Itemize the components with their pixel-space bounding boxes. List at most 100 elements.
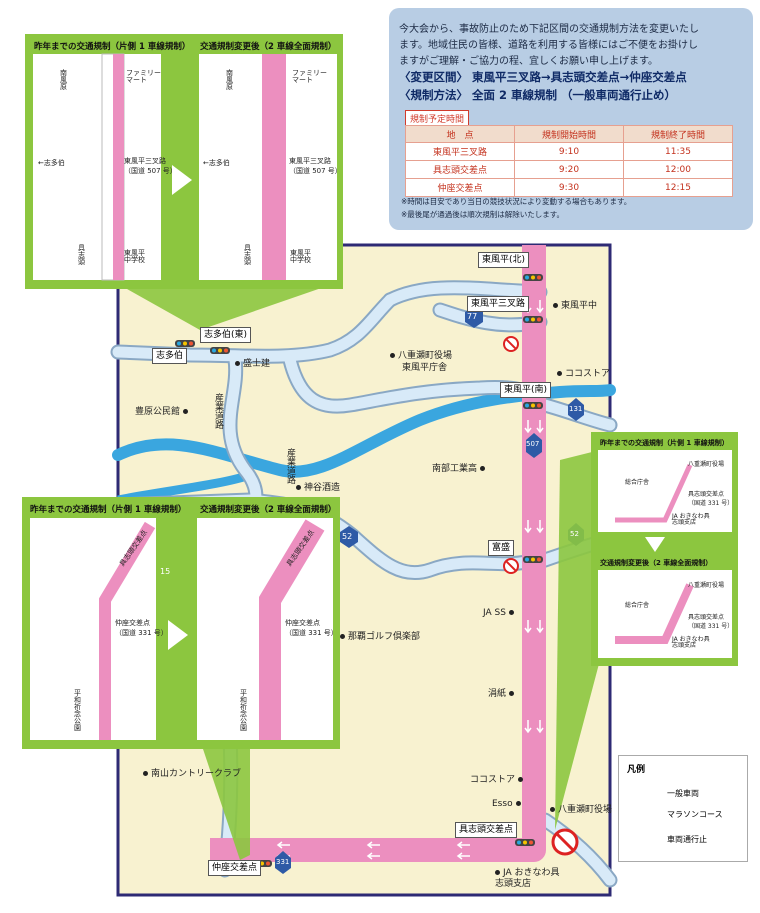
label-route507: （国道 507 号） <box>124 167 177 175</box>
place-sangyo-road: 産業道路 <box>215 394 225 431</box>
route-52b: 52 <box>570 530 579 538</box>
label-shitahaku: ←志多伯 <box>38 159 65 167</box>
place-shitahaku-east: 志多伯(東) <box>200 327 252 343</box>
label-shitahaku-2: ←志多伯 <box>203 159 230 167</box>
place-nanzan-cc: 南山カントリークラブ <box>143 770 241 779</box>
label-minamikochinda: 南風原 <box>60 69 67 91</box>
place-ganno: 涓紙 <box>488 690 514 699</box>
right-before-title: 昨年までの交通規制（片側 1 車線規制） <box>600 439 729 447</box>
bottom-before-title: 昨年までの交通規制（片側 1 車線規制） <box>30 505 187 515</box>
place-yaese-office-2: 八重瀬町役場 <box>550 806 612 815</box>
place-sangyo-road-2: 産業道路 <box>287 449 297 486</box>
place-golf: 那覇ゴルフ倶楽部 <box>340 633 420 642</box>
place-kochinda-jhs: 東風平中 <box>553 302 597 311</box>
legend-title: 凡例 <box>627 765 646 775</box>
cell-end: 11:35 <box>623 142 733 161</box>
place-ja-ss: JA SS <box>483 609 514 618</box>
label-sansaro-2: 東風平三叉路 <box>289 157 331 165</box>
note-line: ※時間は目安であり当日の競技状況により変動する場合もあります。 <box>401 197 632 206</box>
place-kochinda-office: 東風平庁舎 <box>402 363 448 373</box>
place-coco-store-2: ココストア <box>470 776 523 785</box>
label-route331-r: （国道 331 号） <box>688 500 734 507</box>
label-family-mart-2: ファミリーマート <box>292 69 327 84</box>
header-end: 規制終了時間 <box>623 125 733 143</box>
label-yaese-office-2: 八重瀬町役場 <box>688 582 725 589</box>
label-kochinda-jhs: 東風平中学校 <box>124 249 145 264</box>
place-shitahaku: 志多伯 <box>152 348 188 364</box>
route-331: 331 <box>276 858 290 866</box>
label-route331-2: （国道 331 号） <box>285 629 338 637</box>
top-before-title: 昨年までの交通規制（片側 1 車線規制） <box>34 42 191 52</box>
cell-location: 東風平三叉路 <box>405 142 515 161</box>
legend-marathon: マラソンコース <box>667 810 723 819</box>
callout-top <box>120 210 330 330</box>
place-nanbu-hs: 南部工業高 <box>432 465 485 474</box>
place-toyohara: 豊原公民館 <box>135 408 188 417</box>
cell-end: 12:15 <box>623 178 733 197</box>
change-section: 〈変更区間〉 東風平三叉路→具志頭交差点→仲座交差点 <box>399 70 687 84</box>
label-ja-branch: JA おきなわ具志頭支店 <box>672 513 710 526</box>
label-nakaza-2: 仲座交差点 <box>285 619 320 627</box>
label-gushikami: 具志頭 <box>78 244 85 266</box>
cell-start: 9:30 <box>514 178 624 197</box>
label-gushikami-2: 具志頭 <box>244 244 251 266</box>
route-77: 77 <box>467 312 478 321</box>
label-nakaza: 仲座交差点 <box>115 619 150 627</box>
top-after-title: 交通規制変更後（2 車線全面規制） <box>200 42 337 52</box>
notice-line: ます。地域住民の皆様、道路を利用する皆様にはご不便をお掛けし <box>399 40 698 51</box>
label-sansaro: 東風平三叉路 <box>124 157 166 165</box>
river <box>112 384 616 478</box>
place-moritaken: 盛士建 <box>235 360 270 369</box>
route-131: 131 <box>569 405 583 413</box>
label-gushikami-int: 具志頭交差点 <box>688 491 725 498</box>
legend-general: 一般車両 <box>667 789 699 798</box>
label-family-mart: ファミリーマート <box>126 69 161 84</box>
label-sogo-bldg: 総合庁舎 <box>625 479 650 486</box>
place-yaese-office: 八重瀬町役場 <box>390 352 452 361</box>
right-after-title: 交通規制変更後（2 車線全面規制） <box>600 559 713 567</box>
legend-closed: 車両通行止 <box>667 835 707 844</box>
place-kochinda-north: 東風平(北) <box>478 252 530 268</box>
route-15: 15 <box>160 567 171 576</box>
cell-start: 9:10 <box>514 142 624 161</box>
cell-end: 12:00 <box>623 160 733 179</box>
place-nakaza: 仲座交差点 <box>208 860 262 876</box>
cell-start: 9:20 <box>514 160 624 179</box>
note-line: ※最後尾が通過後は順次規制は解除いたします。 <box>401 210 565 219</box>
notice-line: 今大会から、事故防止のため下記区間の交通規制方法を変更いたし <box>399 24 699 35</box>
label-kochinda-jhs-2: 東風平中学校 <box>290 249 311 264</box>
place-esso: Esso <box>492 800 521 809</box>
place-coco-store: ココストア <box>557 370 610 379</box>
label-minamikochinda-2: 南風原 <box>226 69 233 91</box>
course-arrows <box>276 300 544 860</box>
table-row: 東風平三叉路 9:10 11:35 <box>405 142 733 161</box>
label-route507-2: （国道 507 号） <box>289 167 342 175</box>
table-row: 具志頭交差点 9:20 12:00 <box>405 160 733 179</box>
notice-line: ますがご理解・ご協力の程、宜しくお願い申し上げます。 <box>399 56 658 67</box>
bottom-after-title: 交通規制変更後（2 車線全面規制） <box>200 505 337 515</box>
label-ja-branch-2: JA おきなわ具志頭支店 <box>672 636 710 649</box>
label-heiwa-park: 平和祈念公園 <box>74 689 81 732</box>
place-ja-okinawa: JA おきなわ具志頭支店 <box>495 868 565 890</box>
place-gushikami-int: 具志頭交差点 <box>455 822 518 838</box>
legend: 凡例 一般車両 マラソンコース 車両通行止 <box>618 755 748 862</box>
restriction-method: 〈規制方法〉 全面 2 車線規制 （一般車両通行止め） <box>399 88 677 102</box>
header-start: 規制開始時間 <box>514 125 624 143</box>
place-tomimori: 富盛 <box>488 540 515 556</box>
place-kochinda-sansaro: 東風平三叉路 <box>467 296 530 312</box>
label-yaese-office: 八重瀬町役場 <box>688 461 725 468</box>
label-sogo-bldg-2: 総合庁舎 <box>625 602 650 609</box>
header-location: 地 点 <box>405 125 515 143</box>
label-gushikami-int-2: 具志頭交差点 <box>688 614 725 621</box>
label-route331-r2: （国道 331 号） <box>688 623 734 630</box>
route-507: 507 <box>526 440 540 448</box>
place-kochinda-south: 東風平(南) <box>500 382 552 398</box>
place-kamitani: 神谷酒造 <box>296 484 340 493</box>
notice-box: 今大会から、事故防止のため下記区間の交通規制方法を変更いたし ます。地域住民の皆… <box>389 8 753 230</box>
label-route331: （国道 331 号） <box>115 629 168 637</box>
table-row: 仲座交差点 9:30 12:15 <box>405 178 733 197</box>
label-heiwa-park-2: 平和祈念公園 <box>240 689 247 732</box>
callout-right <box>555 450 600 830</box>
cell-location: 仲座交差点 <box>405 178 515 197</box>
cell-location: 具志頭交差点 <box>405 160 515 179</box>
